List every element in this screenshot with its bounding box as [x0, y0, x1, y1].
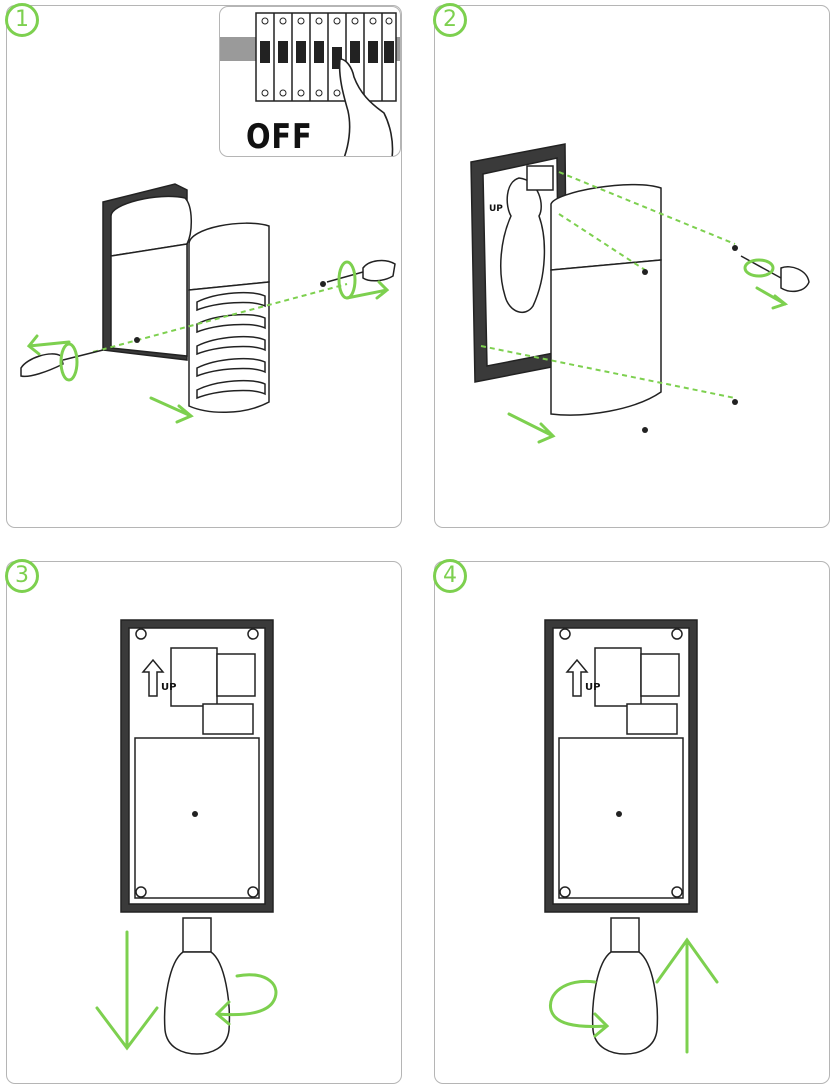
bulb-icon — [163, 917, 231, 1055]
screwdriver-icon — [740, 255, 810, 293]
up-label: UP — [489, 204, 503, 214]
step-3-illustration: UP — [95, 619, 278, 1055]
up-label: UP — [161, 682, 176, 693]
alignment-lines — [480, 171, 736, 399]
step-4-illustration: UP — [544, 619, 719, 1055]
bulb-icon — [500, 165, 554, 314]
off-label: OFF — [246, 117, 313, 157]
fixture-backplate — [120, 619, 274, 913]
fixture-cover — [188, 222, 270, 413]
direction-arrows — [548, 937, 719, 1054]
step-4-panel: 4 UP — [433, 559, 830, 1084]
direction-arrows — [507, 258, 789, 444]
step-3-panel: 3 UP — [5, 559, 402, 1084]
up-arrow-icon — [565, 658, 589, 697]
step-2-illustration: UP — [470, 143, 810, 444]
step-number-badge: 2 — [433, 3, 467, 37]
fixture-backplate — [544, 619, 698, 913]
fixture-backplate — [102, 183, 192, 361]
step-1-illustration — [20, 183, 396, 424]
step-number-badge: 4 — [433, 559, 467, 593]
up-arrow-icon — [141, 658, 165, 697]
bulb-icon — [591, 917, 659, 1055]
direction-arrows — [26, 260, 390, 424]
circuit-breaker-illustration — [220, 12, 400, 156]
alignment-lines — [92, 283, 348, 353]
step-1-panel: 1 — [5, 3, 402, 528]
direction-arrows — [95, 930, 278, 1051]
hand-icon — [338, 58, 394, 156]
up-label: UP — [585, 682, 600, 693]
step-number-badge: 1 — [5, 3, 39, 37]
step-2-panel: 2 UP — [433, 3, 830, 528]
breaker-inset: OFF — [219, 6, 401, 157]
screwdriver-right-icon — [326, 259, 396, 283]
screwdriver-left-icon — [20, 349, 104, 378]
step-number-badge: 3 — [5, 559, 39, 593]
